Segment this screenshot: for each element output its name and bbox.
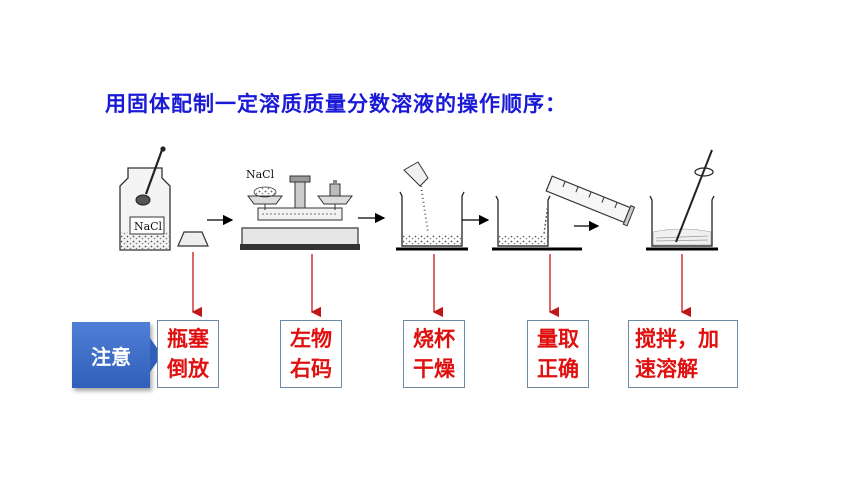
note-text: 量取: [537, 327, 579, 351]
reagent-bottle-icon: [119, 146, 171, 251]
note-label: 注意: [91, 344, 131, 369]
note-text: 搅拌，加: [635, 327, 719, 351]
note-text: 正确: [537, 357, 579, 381]
page-title: 用固体配制一定溶质质量分数溶液的操作顺序：: [105, 92, 567, 116]
note-text: 倒放: [167, 357, 209, 381]
note-text: 烧杯: [413, 327, 455, 351]
note-text: 瓶塞: [167, 327, 209, 351]
note-text: 速溶解: [635, 357, 698, 381]
bottle-label: NaCl: [133, 219, 163, 233]
note-badge: 注意: [72, 322, 150, 388]
note-box-stopper: 瓶塞 倒放: [157, 320, 219, 388]
note-text: 左物: [290, 327, 332, 351]
pouring-cylinder-icon: [492, 175, 636, 251]
note-box-measure: 量取 正确: [527, 320, 589, 388]
stopper-icon: [177, 231, 209, 247]
beaker-with-salt-icon: [396, 161, 468, 251]
note-text: 右码: [290, 357, 332, 381]
note-text: 干燥: [413, 357, 455, 381]
balance-label: NaCl: [246, 168, 275, 181]
pointer-lines: [191, 252, 692, 318]
note-box-stir: 搅拌，加 速溶解: [628, 320, 738, 388]
note-box-beaker: 烧杯 干燥: [403, 320, 465, 388]
balance-icon: [240, 175, 360, 250]
note-box-balance: 左物 右码: [280, 320, 342, 388]
stirring-beaker-icon: [646, 149, 718, 251]
